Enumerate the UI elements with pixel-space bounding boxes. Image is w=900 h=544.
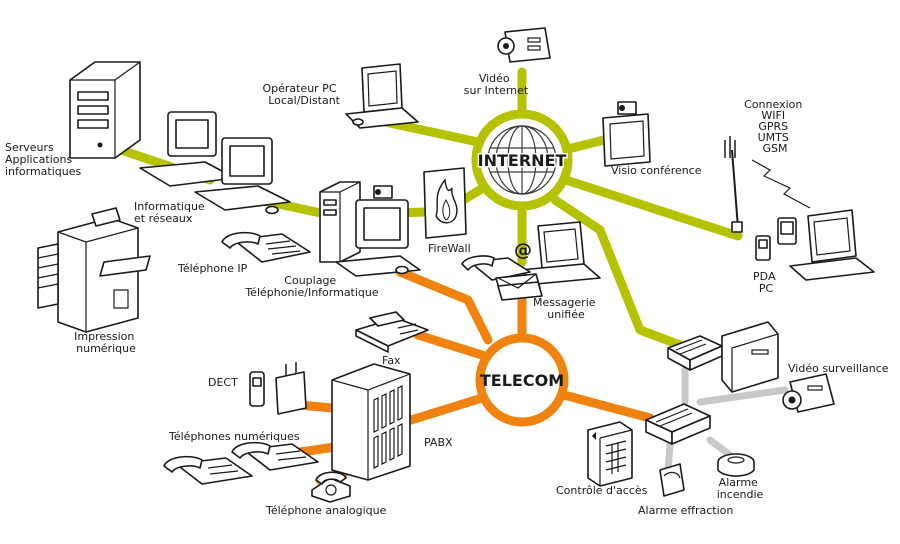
- internet-hub: INTERNET: [471, 109, 573, 211]
- ip-phone-icon: [163, 455, 253, 485]
- video-camera-icon: [497, 27, 551, 63]
- link-switch2-camera: [696, 386, 789, 406]
- label-couplage: Couplage Téléphonie/Informatique: [244, 274, 379, 299]
- label-impression: Impression numérique: [74, 330, 138, 355]
- label-telephone-analogique: Téléphone analogique: [265, 504, 387, 517]
- link-telecom-fax: [413, 330, 487, 360]
- desktop-computer-icon: [319, 181, 421, 277]
- pabx-cabinet-icon: [331, 363, 411, 481]
- link-telecom-couplage: [395, 267, 493, 345]
- label-informatique: Informatique et réseaux: [134, 200, 208, 225]
- switch-icon: [645, 403, 711, 445]
- label-video-internet: Vidéo sur Internet: [464, 72, 529, 97]
- antenna-icon: [724, 136, 811, 233]
- label-serveurs: Serveurs Applications informatiques: [5, 141, 82, 178]
- server-icon: [69, 61, 141, 159]
- link-switch2-effraction: [664, 441, 674, 474]
- label-firewall: FireWall: [428, 242, 471, 255]
- ip-phone-icon: [231, 441, 319, 471]
- local-links: [664, 366, 789, 474]
- link-telecom-controle: [559, 390, 655, 423]
- label-alarme-effraction: Alarme effraction: [638, 504, 733, 517]
- globe-icon: [487, 125, 557, 195]
- link-switch2-incendie: [706, 436, 734, 459]
- laptop-icon: [345, 63, 419, 129]
- dect-phone-icon: [249, 362, 307, 415]
- motion-sensor-icon: [659, 463, 685, 497]
- internet-hub-label: INTERNET: [478, 151, 567, 170]
- link-internet-connexion: [561, 175, 743, 241]
- label-dect: DECT: [208, 376, 238, 389]
- label-messagerie: Messagerie unifiée: [533, 296, 599, 321]
- label-telephone-ip: Téléphone IP: [177, 262, 248, 275]
- printer-icon: [37, 207, 151, 333]
- at-sign: @: [514, 240, 532, 261]
- telecom-hub-label: TELECOM: [480, 371, 564, 390]
- label-pda: PDA PC: [753, 270, 779, 295]
- fax-icon: [355, 311, 429, 353]
- mail-stack-icon: [495, 273, 543, 301]
- switch-icon: [667, 335, 723, 371]
- ip-phone-icon: [221, 231, 311, 263]
- firewall-flame-icon: [423, 167, 467, 239]
- analog-phone-icon: [311, 471, 351, 503]
- laptop-icon: [519, 221, 601, 285]
- label-operateur: Opérateur PC Local/Distant: [262, 82, 340, 107]
- video-camera-icon: [782, 373, 835, 413]
- telecom-hub: TELECOM: [475, 333, 569, 427]
- label-alarme-incendie: Alarme incendie: [717, 476, 764, 501]
- pda-icon: [755, 217, 797, 261]
- link-internet-operateur: [380, 117, 483, 147]
- desktop-computer-icon: [139, 111, 236, 187]
- monitor-icon: [721, 321, 779, 393]
- access-keypad-icon: [587, 421, 633, 487]
- label-pabx: PABX: [424, 436, 453, 449]
- laptop-icon: [789, 209, 875, 281]
- monitor-icon: [602, 101, 651, 167]
- desktop-computer-icon: [194, 137, 291, 215]
- label-telephones-numeriques: Téléphones numériques: [168, 430, 300, 443]
- label-fax: Fax: [382, 354, 401, 367]
- label-controle: Contrôle d'accès: [556, 484, 648, 497]
- link-internet-videosurv: [550, 195, 685, 350]
- label-video-surveillance: Vidéo surveillance: [788, 362, 889, 375]
- ip-phone-icon: [461, 255, 531, 281]
- smoke-detector-icon: [717, 453, 755, 477]
- labels: Serveurs Applications informatiques Info…: [5, 72, 889, 517]
- label-visio: Visio conférence: [611, 164, 702, 177]
- label-connexion: Connexion WIFI GPRS UMTS GSM: [744, 98, 806, 155]
